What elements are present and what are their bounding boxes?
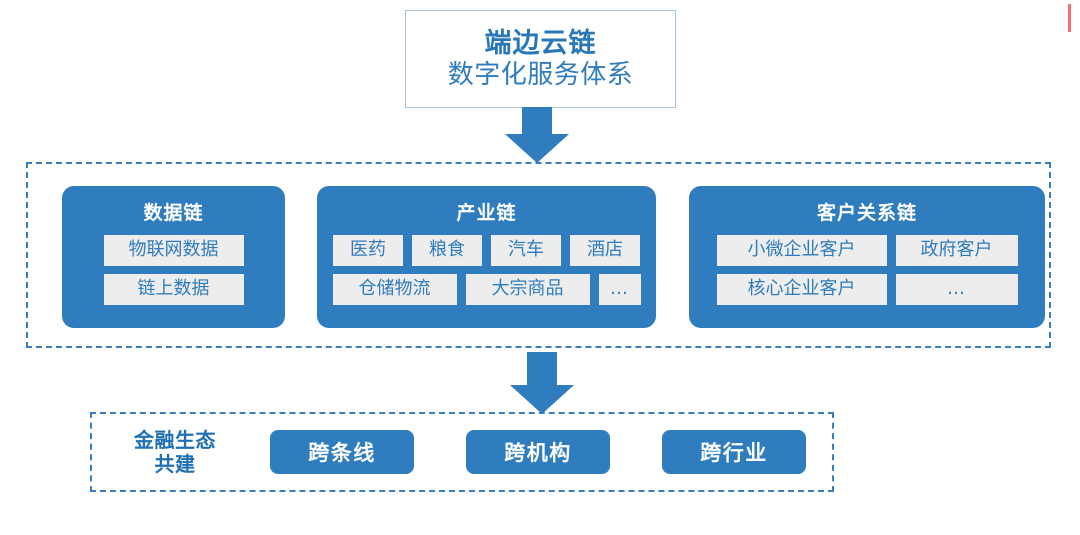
arrow-shaft [522, 107, 552, 135]
arrow-shaft [527, 352, 557, 385]
pill-group: 跨条线 跨机构 跨行业 [270, 430, 806, 474]
eco-label: 金融生态 共建 [100, 428, 250, 477]
chain-title: 数据链 [143, 202, 204, 224]
chip-item[interactable]: 仓储物流 [332, 274, 457, 305]
chip-item[interactable]: 酒店 [570, 235, 640, 266]
chain-card-customer: 客户关系链 小微企业客户 政府客户 核心企业客户 … [689, 186, 1045, 328]
arrow-down-icon-top [505, 107, 569, 163]
chip-item-more[interactable]: … [895, 274, 1018, 305]
title-secondary: 数字化服务体系 [447, 59, 634, 90]
chip-item[interactable]: 链上数据 [103, 274, 244, 305]
edge-marker [1068, 4, 1071, 32]
chain-title: 客户关系链 [816, 202, 917, 224]
chip-row: 医药 粮食 汽车 酒店 [329, 235, 644, 266]
chip-row: 核心企业客户 … [701, 274, 1033, 305]
chip-item[interactable]: 政府客户 [895, 235, 1018, 266]
chip-row: 链上数据 [74, 274, 273, 305]
eco-label-line1: 金融生态 [134, 427, 216, 452]
eco-label-line2: 共建 [154, 452, 196, 476]
chip-item[interactable]: 大宗商品 [465, 274, 590, 305]
chip-item[interactable]: 粮食 [412, 235, 482, 266]
chip-row: 物联网数据 [74, 235, 273, 266]
pill-cross-business-line[interactable]: 跨条线 [270, 430, 414, 474]
pill-cross-industry[interactable]: 跨行业 [662, 430, 806, 474]
title-primary: 端边云链 [484, 27, 597, 59]
chip-row: 仓储物流 大宗商品 … [329, 274, 644, 305]
chain-card-industry: 产业链 医药 粮食 汽车 酒店 仓储物流 大宗商品 … [317, 186, 656, 328]
chain-title: 产业链 [456, 202, 517, 224]
chip-row: 小微企业客户 政府客户 [701, 235, 1033, 266]
arrow-head [505, 134, 569, 163]
chip-item[interactable]: 医药 [333, 235, 403, 266]
chip-item-more[interactable]: … [598, 274, 641, 305]
arrow-down-icon-bottom [510, 352, 574, 415]
chip-item[interactable]: 物联网数据 [103, 235, 244, 266]
chains-container: 数据链 物联网数据 链上数据 产业链 医药 粮食 汽车 酒店 仓储物流 大宗商品… [26, 162, 1051, 348]
title-card: 端边云链 数字化服务体系 [405, 10, 676, 108]
chain-card-data: 数据链 物联网数据 链上数据 [62, 186, 285, 328]
arrow-head [510, 385, 574, 414]
pill-cross-institution[interactable]: 跨机构 [466, 430, 610, 474]
chip-item[interactable]: 核心企业客户 [716, 274, 887, 305]
chip-item[interactable]: 汽车 [491, 235, 561, 266]
eco-container: 金融生态 共建 跨条线 跨机构 跨行业 [90, 412, 834, 492]
chip-item[interactable]: 小微企业客户 [716, 235, 887, 266]
